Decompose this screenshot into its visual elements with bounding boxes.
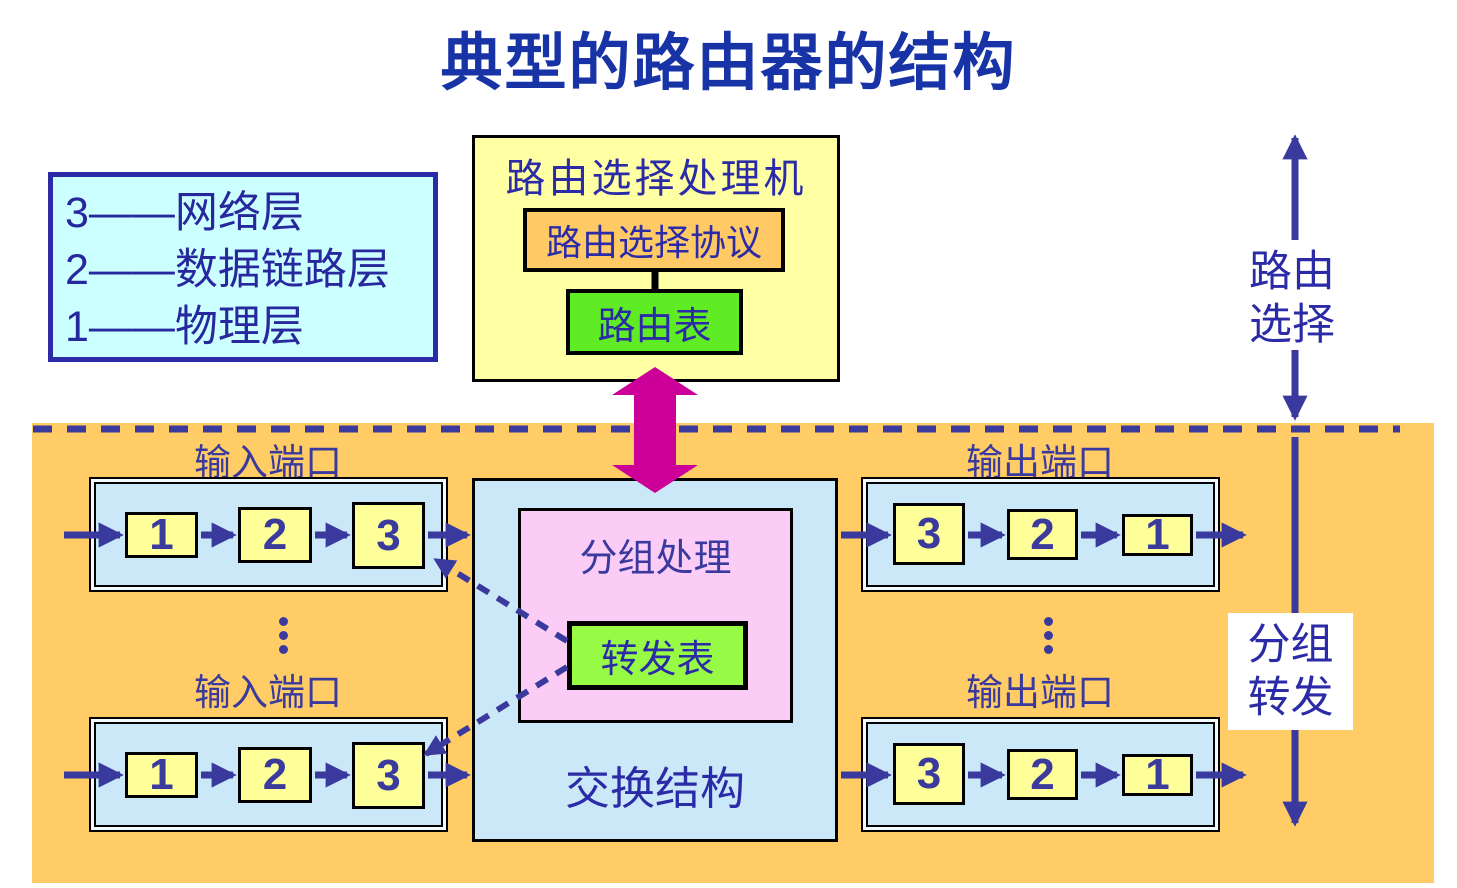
forwarding-table-box: 转发表 (567, 621, 748, 690)
packet-forwarding-label: 分组转发 (1247, 620, 1334, 722)
route-selection-label: 路由选择 (1249, 248, 1335, 349)
output-bottom-layer3-box: 3 (893, 743, 965, 805)
routing-table-box: 路由表 (566, 289, 743, 355)
legend-line-network-layer: 3——网络层 (65, 189, 304, 237)
page-title: 典型的路由器的结构 (440, 29, 1017, 98)
input-bottom-layer1-box: 1 (125, 750, 198, 799)
output-ports-ellipsis (1044, 617, 1053, 654)
packet-forwarding-label-box: 分组转发 (1228, 613, 1353, 730)
routing-protocol-box: 路由选择协议 (523, 208, 785, 272)
input-top-layer1-box: 1 (125, 510, 198, 559)
output-top-layer1-box: 1 (1122, 510, 1193, 559)
input-top-layer3-box: 3 (352, 502, 425, 569)
output-port-label-top: 输出端口 (966, 442, 1114, 483)
switching-fabric-label: 交换结构 (564, 763, 745, 814)
output-bottom-layer1-box: 1 (1122, 750, 1193, 799)
output-top-layer3-box: 3 (893, 503, 965, 565)
output-top-layer2-box: 2 (1007, 509, 1078, 560)
input-bottom-layer3-box: 3 (352, 742, 425, 809)
input-port-label-bottom: 输入端口 (194, 672, 342, 713)
packet-processing-box: 分组处理 (518, 508, 793, 723)
legend-line-physical-layer: 1——物理层 (65, 303, 304, 351)
output-port-label-bottom: 输出端口 (966, 672, 1114, 713)
legend-line-datalink-layer: 2——数据链路层 (65, 246, 390, 294)
input-bottom-layer2-box: 2 (238, 747, 312, 803)
input-top-layer2-box: 2 (238, 507, 312, 563)
packet-processing-label: 分组处理 (579, 538, 732, 580)
routing-processor-title: 路由选择处理机 (505, 157, 807, 201)
input-ports-ellipsis (279, 617, 288, 654)
output-bottom-layer2-box: 2 (1007, 749, 1078, 800)
input-port-label-top: 输入端口 (194, 442, 342, 483)
layer-legend-box: 3——网络层 2——数据链路层 1——物理层 (48, 172, 438, 362)
